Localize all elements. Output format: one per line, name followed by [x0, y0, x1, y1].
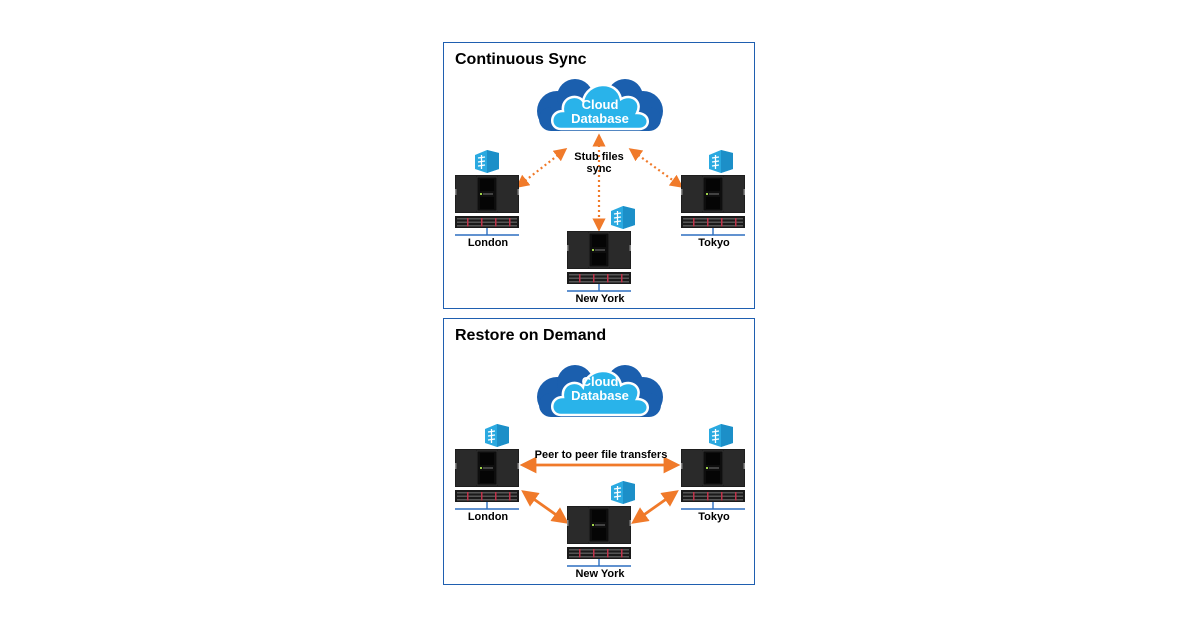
- cloud-database: Cloud Database: [527, 357, 673, 419]
- restore-on-demand-panel: Restore on Demand Cloud Database Peer to…: [443, 318, 755, 585]
- arrow-tokyo-newyork: [631, 490, 679, 524]
- cloud-label-line1: Cloud: [581, 97, 619, 112]
- building-icon: [708, 149, 734, 174]
- site-label: Tokyo: [698, 237, 730, 249]
- cloud-label-line2: Database: [571, 388, 629, 403]
- building-icon: [610, 205, 636, 230]
- panel-title: Restore on Demand: [455, 327, 607, 344]
- arrow-tokyo-cloud: [628, 148, 684, 188]
- arrow-london-cloud: [515, 147, 568, 189]
- sync-connectors: [515, 133, 684, 232]
- building-icon: [708, 423, 734, 448]
- continuous-sync-panel: Continuous Sync Cloud Database Stub file…: [443, 42, 755, 309]
- server-rack-icon: [567, 231, 632, 292]
- cloud-database: Cloud Database: [527, 71, 673, 133]
- cloud-label-line1: Cloud: [581, 374, 619, 389]
- stub-files-sync-label: Stub files sync: [574, 151, 624, 175]
- building-icon: [484, 423, 510, 448]
- site-label: New York: [575, 293, 625, 305]
- server-rack-icon: [455, 449, 520, 510]
- site-label: New York: [575, 568, 625, 580]
- server-rack-icon: [681, 175, 746, 236]
- server-rack-icon: [681, 449, 746, 510]
- arrow-london-newyork: [521, 490, 569, 524]
- site-label: Tokyo: [698, 511, 730, 523]
- building-icon: [474, 149, 500, 174]
- server-rack-icon: [455, 175, 520, 236]
- building-icon: [610, 480, 636, 505]
- cloud-label-line2: Database: [571, 111, 629, 126]
- site-label: London: [467, 237, 509, 249]
- peer-transfers-label: Peer to peer file transfers: [534, 449, 668, 461]
- panel-title: Continuous Sync: [455, 51, 587, 68]
- site-label: London: [467, 511, 509, 523]
- peer-connectors: [519, 456, 681, 524]
- server-rack-icon: [567, 506, 632, 567]
